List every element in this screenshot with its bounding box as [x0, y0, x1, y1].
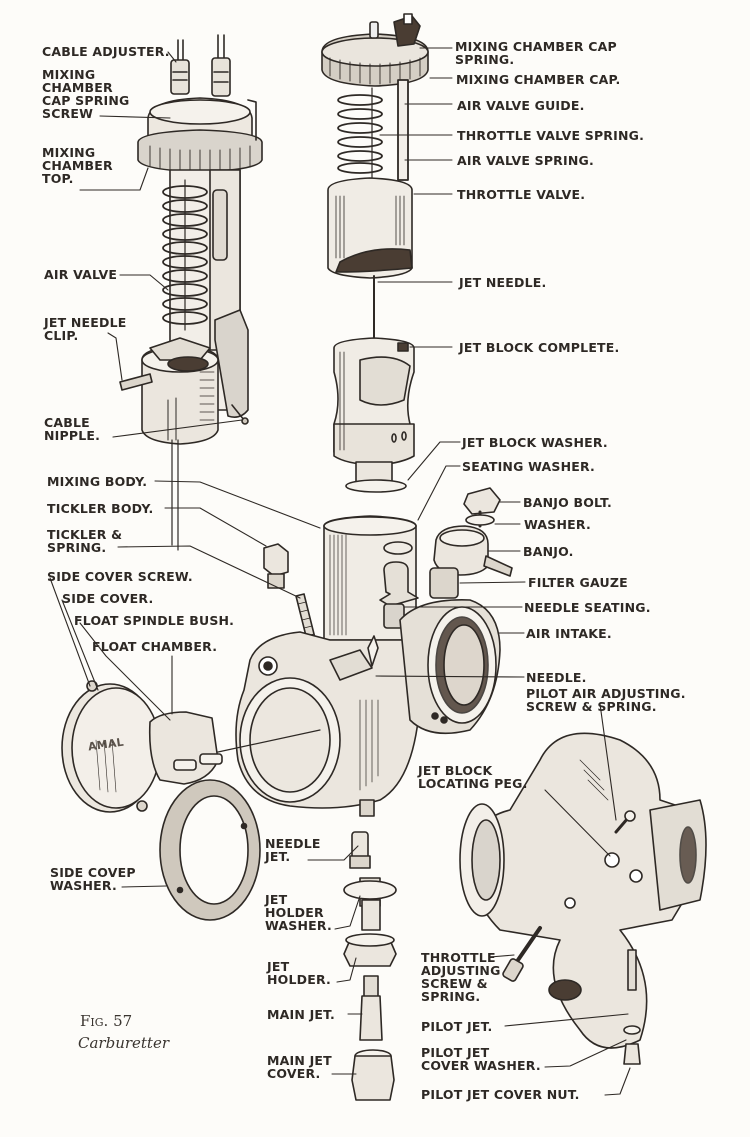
- label-side-cover-washer: SIDE COVEP WASHER.: [50, 865, 136, 893]
- label-seating-washer: SEATING WASHER.: [462, 459, 596, 474]
- jet-holder-part: [343, 877, 397, 967]
- label-mixing-chamber-top: MIXING CHAMBER TOP.: [42, 145, 113, 186]
- label-cable-adjuster: CABLE ADJUSTER.: [42, 44, 170, 59]
- banjo-bolt-part: [463, 487, 501, 528]
- label-jet-block-locating-peg: JET BLOCK LOCATING PEG.: [418, 763, 528, 791]
- label-air-valve-spring: AIR VALVE SPRING.: [457, 153, 594, 168]
- label-throttle-valve: THROTTLE VALVE.: [457, 187, 586, 202]
- throttle-valve-spring-part: [337, 79, 409, 181]
- figure-number: Fig. 57: [80, 1012, 133, 1030]
- label-jet-block-washer: JET BLOCK WASHER.: [462, 435, 608, 450]
- main-jet-cover-part: [351, 1049, 395, 1101]
- label-pilot-jet: PILOT JET.: [421, 1019, 493, 1034]
- label-mixing-chamber-cap-spring: MIXING CHAMBER CAP SPRING.: [455, 39, 617, 67]
- label-filter-gauze: FILTER GAUZE: [528, 575, 628, 590]
- label-jet-needle: JET NEEDLE.: [459, 275, 547, 290]
- side-cover-washer-part: [159, 779, 261, 921]
- main-jet-part: [359, 975, 383, 1041]
- mixing-body-rear-view: [459, 732, 707, 1065]
- label-cable-nipple: CABLE NIPPLE.: [44, 415, 101, 443]
- label-throttle-valve-spring: THROTTLE VALVE SPRING.: [457, 128, 645, 143]
- label-jet-needle-clip: JET NEEDLE CLIP.: [44, 315, 127, 343]
- needle-jet-part: [349, 831, 371, 869]
- label-banjo: BANJO.: [523, 544, 574, 559]
- label-main-jet: MAIN JET.: [267, 1007, 335, 1022]
- label-pilot-air-adjusting-screw: PILOT AIR ADJUSTING. SCREW & SPRING.: [526, 686, 686, 714]
- label-mixing-body: MIXING BODY.: [47, 474, 148, 489]
- label-tickler-spring: TICKLER & SPRING.: [47, 527, 123, 555]
- label-side-cover-screw: SIDE COVER SCREW.: [47, 569, 193, 584]
- banjo-part: [429, 525, 513, 599]
- mixing-chamber-top-part: [137, 97, 263, 173]
- jet-block-part: [333, 337, 415, 493]
- jet-needle-left: [171, 439, 179, 551]
- label-throttle-adjusting-screw: THROTTLE ADJUSTING SCREW & SPRING.: [421, 950, 501, 1004]
- label-main-jet-cover: MAIN JET COVER.: [267, 1053, 332, 1081]
- label-air-valve-guide: AIR VALVE GUIDE.: [457, 98, 585, 113]
- label-jet-holder: JET HOLDER.: [267, 959, 331, 987]
- air-valve-throttle-part: [119, 337, 249, 445]
- label-pilot-jet-cover-nut: PILOT JET COVER NUT.: [421, 1087, 580, 1102]
- label-jet-holder-washer: JET HOLDER WASHER.: [265, 892, 332, 933]
- label-jet-block-complete: JET BLOCK COMPLETE.: [459, 340, 620, 355]
- air-intake-part: [399, 599, 501, 735]
- cable-adjuster-part: [170, 57, 231, 97]
- label-washer: WASHER.: [524, 517, 591, 532]
- label-pilot-jet-cover-washer: PILOT JET COVER WASHER.: [421, 1045, 541, 1073]
- air-valve-guide-tube: [169, 169, 249, 418]
- label-needle-jet: NEEDLE JET.: [265, 836, 321, 864]
- air-valve-spring-part: [162, 179, 208, 331]
- label-banjo-bolt: BANJO BOLT.: [523, 495, 612, 510]
- label-air-intake: AIR INTAKE.: [526, 626, 612, 641]
- mixing-body-part: [323, 515, 419, 641]
- label-air-valve: AIR VALVE: [44, 267, 118, 282]
- float-chamber-housing: [217, 631, 421, 817]
- control-cables: [177, 34, 225, 61]
- label-float-chamber: FLOAT CHAMBER.: [92, 639, 218, 654]
- label-needle-seating: NEEDLE SEATING.: [524, 600, 651, 615]
- label-mixing-chamber-cap-spring-screw: MIXING CHAMBER CAP SPRING SCREW: [42, 67, 130, 121]
- label-side-cover: SIDE COVER.: [62, 591, 154, 606]
- figure-caption: Carburetter: [78, 1034, 170, 1052]
- label-mixing-chamber-cap: MIXING CHAMBER CAP.: [456, 72, 621, 87]
- throttle-valve-part: [327, 177, 413, 279]
- label-tickler-body: TICKLER BODY.: [47, 501, 154, 516]
- leader-lines: [49, 47, 631, 1096]
- label-float-spindle-bush: FLOAT SPINDLE BUSH.: [74, 613, 235, 628]
- label-needle: NEEDLE.: [526, 670, 587, 685]
- mixing-chamber-cap-part: [321, 13, 429, 87]
- float-chamber-part: [148, 711, 223, 785]
- side-cover-part: [61, 680, 161, 813]
